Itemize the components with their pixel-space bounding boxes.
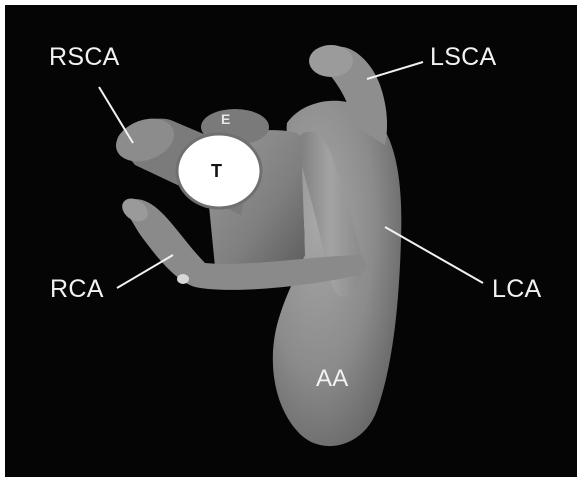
small-branch-stub <box>177 274 189 284</box>
label-lsca: LSCA <box>430 45 497 70</box>
lsca-vessel-end <box>309 45 353 77</box>
rsca-leader-line <box>99 87 133 143</box>
aortic-arch-render: RSCA LSCA RCA LCA AA E T <box>5 5 577 477</box>
label-lca: LCA <box>492 277 542 302</box>
rca-leader-line <box>117 255 173 288</box>
label-rca: RCA <box>50 277 104 302</box>
label-rsca: RSCA <box>49 45 120 70</box>
label-aa: AA <box>316 367 349 391</box>
label-e: E <box>221 112 230 126</box>
vessel-model-graphic <box>5 5 577 477</box>
lsca-leader-line <box>367 62 423 79</box>
label-t: T <box>211 162 222 180</box>
